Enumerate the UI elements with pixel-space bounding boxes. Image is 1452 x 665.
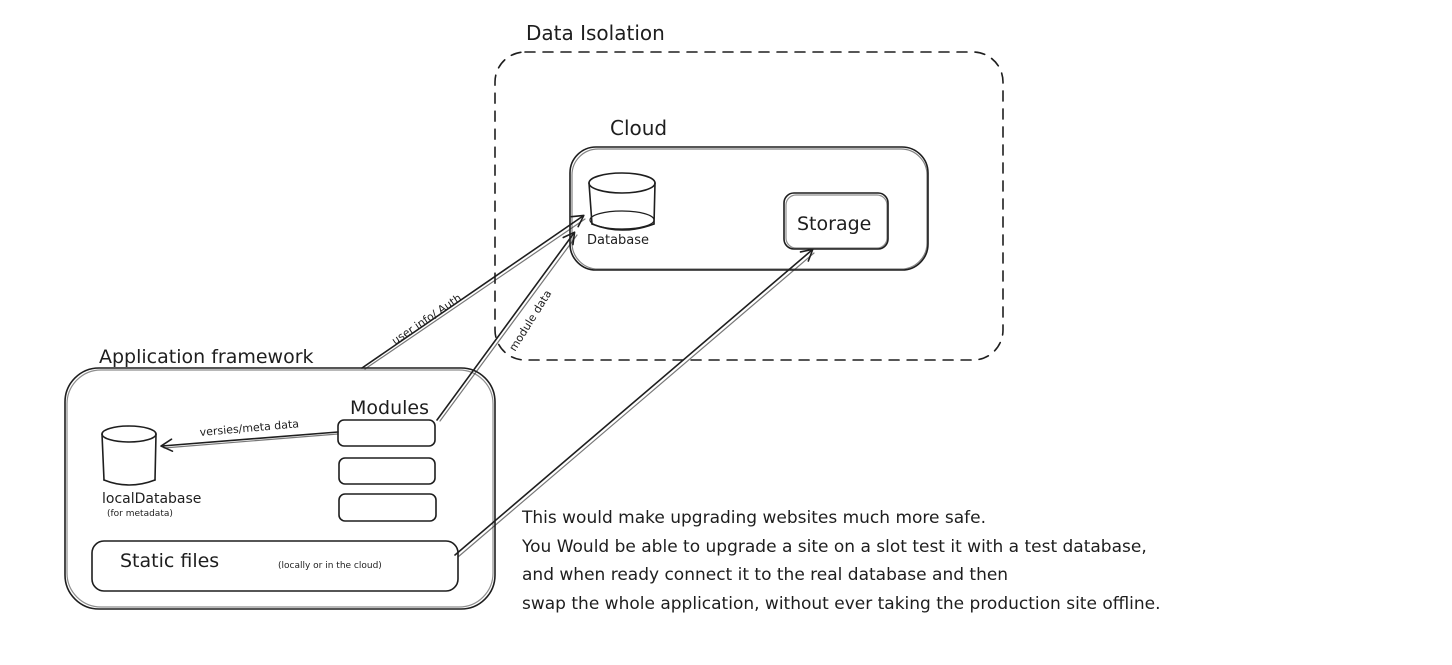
edge-module-data-line: [436, 231, 576, 421]
module-slot-2: [338, 457, 436, 485]
static-files-sublabel: (locally or in the cloud): [278, 561, 382, 571]
local-database-icon-top: [101, 425, 157, 443]
local-database-node: localDatabase (for metadata): [101, 425, 201, 519]
module-slot-3: [338, 493, 437, 522]
cloud-border-sketch: [571, 148, 928, 270]
local-database-icon-body: [101, 433, 157, 481]
note-block: This would make upgrading websites much …: [521, 508, 1161, 614]
edge-user-auth-label: user info/ Auth: [389, 291, 464, 347]
modules-label: Modules: [350, 397, 429, 419]
note-line-3: and when ready connect it to the real da…: [522, 565, 1008, 585]
module-slot-1: [337, 419, 436, 447]
local-database-icon-bottom: [103, 479, 156, 486]
local-database-label: localDatabase: [102, 491, 201, 507]
note-line-2: You Would be able to upgrade a site on a…: [521, 537, 1147, 557]
edge-static-storage: [454, 248, 815, 558]
app-framework-border: [64, 367, 496, 610]
edge-user-auth-line-sketch: [364, 218, 586, 370]
app-framework-group: Application framework: [64, 346, 496, 610]
cloud-label: Cloud: [610, 116, 667, 140]
database-node: Database: [587, 172, 656, 248]
edge-versies-meta-line: [160, 431, 339, 452]
app-framework-label: Application framework: [99, 346, 314, 368]
cloud-border: [569, 146, 929, 271]
database-icon-body: [588, 182, 656, 225]
database-icon-top: [588, 172, 656, 194]
edge-versies-meta-line-sketch: [163, 433, 339, 449]
edge-user-auth-line: [361, 214, 585, 369]
edge-static-storage-line-sketch: [457, 252, 815, 558]
storage-box-sketch: [785, 194, 888, 249]
storage-node: Storage: [783, 192, 889, 250]
app-framework-border-sketch: [66, 369, 494, 608]
edge-static-storage-line: [454, 248, 814, 556]
storage-box: [783, 192, 889, 250]
edge-user-auth: user info/ Auth: [361, 214, 586, 370]
static-files-box: [91, 540, 459, 592]
note-line-1: This would make upgrading websites much …: [521, 508, 986, 528]
database-icon-band: [589, 210, 655, 230]
edge-module-data-line-sketch: [439, 234, 578, 422]
data-isolation-border: [494, 51, 1004, 361]
cloud-group: Cloud: [569, 116, 929, 271]
modules-node: Modules: [337, 397, 437, 522]
edge-module-data: module data: [436, 231, 578, 422]
note-line-4: swap the whole application, without ever…: [522, 594, 1161, 614]
data-isolation-group: Data Isolation: [494, 21, 1004, 361]
static-files-label: Static files: [120, 550, 219, 572]
database-icon-bottom: [591, 223, 655, 231]
local-database-sublabel: (for metadata): [107, 509, 173, 519]
storage-label: Storage: [797, 213, 871, 235]
edge-versies-meta: versies/meta data: [160, 417, 339, 452]
static-files-node: Static files (locally or in the cloud): [91, 540, 459, 592]
data-isolation-label: Data Isolation: [526, 21, 665, 45]
database-label: Database: [587, 233, 649, 248]
